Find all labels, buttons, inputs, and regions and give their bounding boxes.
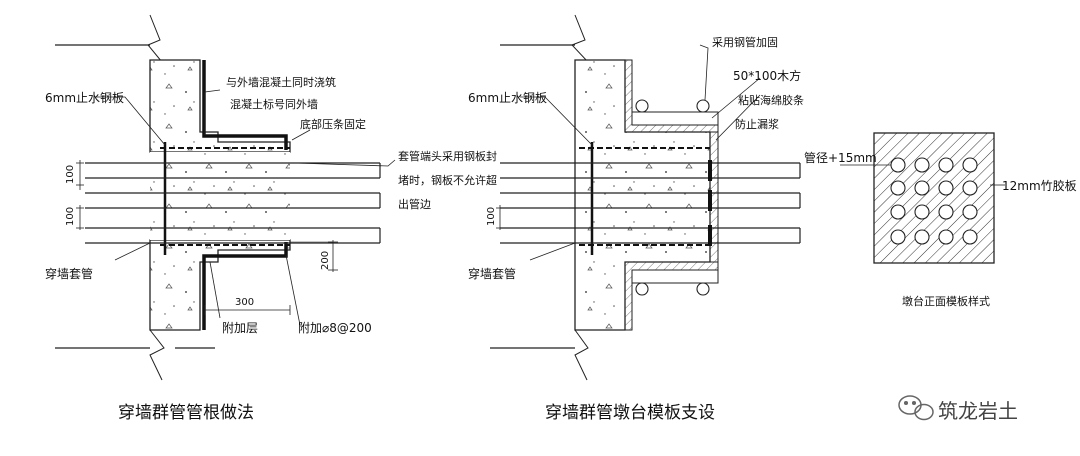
middle-label-sponge: 粘贴海绵胶条 [738,93,804,107]
left-label-seal-3: 出管边 [398,197,431,211]
wechat-icon [898,395,934,421]
middle-steel-pipe-3 [635,282,649,296]
left-label-seal-1: 套管端头采用钢板封 [398,149,497,163]
right-holes [890,157,978,245]
watermark-text: 筑龙岩土 [938,399,1018,423]
left-wall-core [150,152,290,240]
middle-label-plate: 6mm止水钢板 [468,91,547,105]
middle-steel-pipe-4 [696,282,710,296]
left-break-top [147,14,163,63]
middle-form-lower-plank [631,269,719,284]
middle-label-steel-pipe: 采用钢管加固 [712,35,778,49]
middle-steel-pipe-1 [635,99,649,113]
left-break-bottom [149,329,165,381]
middle-drawing: 100 采用钢管加固 50*100木方 粘贴海绵胶条 防止漏浆 6mm止水钢板 … [468,14,804,423]
watermark: 筑龙岩土 [898,395,1018,423]
left-dims [76,160,84,230]
left-caption: 穿墙群管管根做法 [118,403,254,423]
right-label-diameter: 管径+15mm [804,150,877,165]
left-label-seal-2: 堵时，钢板不允许超 [398,173,497,187]
left-label-sleeve: 穿墙套管 [45,266,93,281]
left-label-edge-fix: 底部压条固定 [300,117,366,131]
left-label-concrete-2: 混凝土标号同外墙 [230,97,318,111]
middle-caption: 穿墙群管墩台模板支设 [545,403,715,423]
left-drawing: 100 100 200 300 6mm止水钢板 与外墙混凝土同时浇筑 混凝土标号… [45,14,497,423]
left-label-layer: 附加层 [222,321,258,335]
left-label-concrete-1: 与外墙混凝土同时浇筑 [226,75,336,89]
left-waterproof-lower [202,242,288,330]
left-dim-300: 300 [235,297,254,308]
middle-dim-100: 100 [486,207,497,226]
right-formwork-board [873,132,995,264]
right-caption: 墩台正面模板样式 [902,294,990,308]
left-waterproof-upper [202,60,288,150]
middle-label-sleeve: 穿墙套管 [468,266,516,281]
middle-break-top [571,14,589,63]
left-dim-100-b: 100 [65,207,76,226]
middle-form-upper-plank [631,111,719,126]
left-dim-200: 200 [320,251,331,270]
right-label-board: 12mm竹胶板 [1002,178,1077,193]
middle-label-leak: 防止漏浆 [735,117,779,131]
right-drawing: 管径+15mm 12mm竹胶板 墩台正面模板样式 [804,132,1077,308]
left-label-plate: 6mm止水钢板 [45,91,124,105]
left-dim-100-a: 100 [65,165,76,184]
left-pipes [85,162,381,244]
middle-break-bottom [574,329,589,381]
middle-label-timber: 50*100木方 [733,68,801,83]
middle-leaders [520,44,761,261]
left-leaders [95,89,396,326]
middle-pipes [500,160,801,246]
left-label-rebar: 附加⌀8@200 [298,321,372,335]
middle-steel-pipe-2 [696,99,710,113]
